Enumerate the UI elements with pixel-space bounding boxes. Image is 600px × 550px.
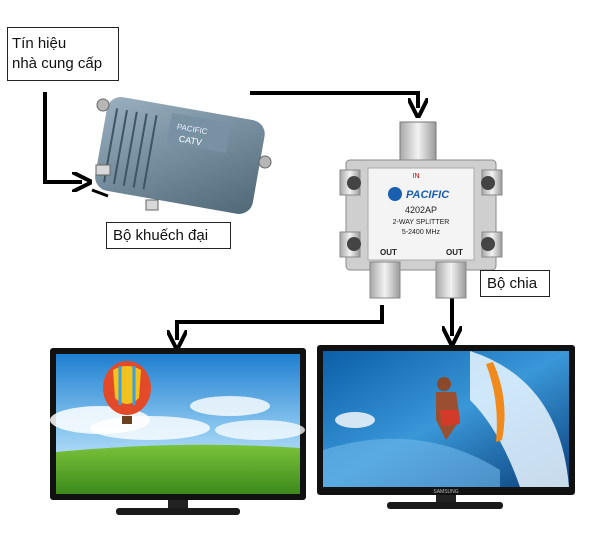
- splitter-device: IN PACIFIC 4202AP 2-WAY SPLITTER 5-2400 …: [339, 121, 503, 299]
- tv-right-brand: SAMSUNG: [433, 489, 458, 495]
- hot-air-balloon: [103, 361, 151, 424]
- splitter-in-label: IN: [413, 173, 420, 180]
- tv-left: [50, 348, 306, 515]
- splitter-out-right: OUT: [446, 248, 463, 257]
- tv-right: SAMSUNG: [317, 345, 575, 509]
- splitter-out-left: OUT: [380, 248, 397, 257]
- splitter-type-text: 2-WAY SPLITTER: [393, 219, 450, 226]
- amp-model-text: CATV: [178, 134, 203, 148]
- label-splitter: Bộ chia: [480, 270, 550, 297]
- line-source-to-amp: [43, 92, 82, 182]
- label-amplifier: Bộ khuếch đại: [106, 222, 231, 249]
- surfer: [436, 362, 505, 442]
- label-provider-signal: Tín hiệu nhà cung cấp: [7, 27, 119, 81]
- line-amp-to-splitter: [250, 91, 418, 108]
- label-provider-signal-line1: Tín hiệu: [12, 35, 67, 52]
- line-splitter-to-left-tv: [177, 305, 384, 340]
- splitter-brand-text: PACIFIC: [406, 189, 450, 201]
- connection-lines: [43, 91, 452, 340]
- label-provider-signal-line2: nhà cung cấp: [12, 54, 103, 72]
- splitter-freq-text: 5-2400 MHz: [402, 229, 441, 236]
- splitter-model-text: 4202AP: [405, 205, 437, 215]
- amplifier-device: PACIFIC CATV: [91, 97, 272, 214]
